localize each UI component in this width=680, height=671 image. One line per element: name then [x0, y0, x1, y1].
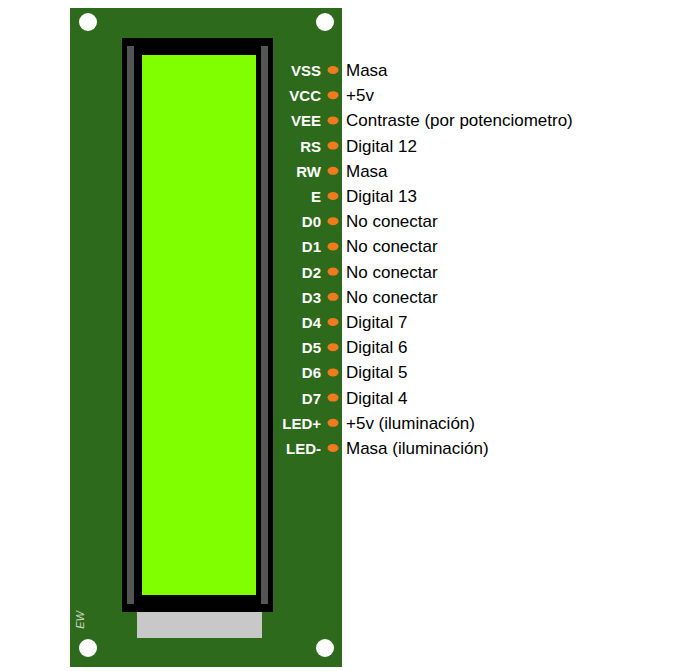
pin-name: D4	[302, 315, 321, 330]
pin-connection: Digital 7	[346, 314, 407, 331]
pin-name: D3	[302, 289, 321, 304]
pin-connection: Masa (iluminación)	[346, 440, 489, 457]
pin-connection: Digital 4	[346, 389, 407, 406]
flex-connector	[137, 610, 262, 638]
pin-dot	[328, 268, 339, 276]
pin-name: D6	[302, 365, 321, 380]
frame-bar	[261, 46, 268, 604]
pin-name: LED-	[286, 441, 321, 456]
pin-dot	[328, 167, 339, 175]
pin-connection: Digital 5	[346, 364, 407, 381]
pin-name: D7	[302, 390, 321, 405]
pin-dot	[328, 66, 339, 74]
pin-dot	[328, 343, 339, 351]
mount-hole	[316, 13, 334, 31]
watermark: EW	[75, 611, 86, 629]
pin-dot	[328, 91, 339, 99]
pin-name: D1	[302, 239, 321, 254]
frame-bar	[127, 46, 134, 604]
pin-connection: Masa	[346, 62, 388, 79]
pin-dot	[328, 444, 339, 452]
pin-connection: +5v (iluminación)	[346, 414, 475, 431]
pin-connection: No conectar	[346, 213, 438, 230]
pin-dot	[328, 116, 339, 124]
pin-connection: Masa	[346, 162, 388, 179]
pin-name: LED+	[282, 415, 321, 430]
pin-dot	[328, 293, 339, 301]
screen-frame	[122, 38, 273, 612]
pin-dots	[328, 66, 339, 452]
pcb-board	[70, 8, 342, 667]
pin-name: D5	[302, 340, 321, 355]
pin-connection: Digital 12	[346, 137, 417, 154]
pin-name: VSS	[291, 63, 321, 78]
mount-hole	[79, 639, 97, 657]
mount-hole	[316, 639, 334, 657]
pin-connection: No conectar	[346, 263, 438, 280]
pin-dot	[328, 217, 339, 225]
pin-dot	[328, 368, 339, 376]
pin-name: E	[311, 189, 321, 204]
mount-hole	[79, 13, 97, 31]
pin-dot	[328, 142, 339, 150]
pin-name: VCC	[289, 88, 321, 103]
pin-name: D2	[302, 264, 321, 279]
pin-dot	[328, 242, 339, 250]
pin-name: D0	[302, 214, 321, 229]
pin-connection: Contraste (por potenciometro)	[346, 112, 573, 129]
pin-connection: No conectar	[346, 288, 438, 305]
pin-dot	[328, 192, 339, 200]
pin-name: VEE	[291, 113, 321, 128]
pin-dot	[328, 318, 339, 326]
pin-name: RW	[296, 163, 321, 178]
pin-connection: +5v	[346, 87, 374, 104]
pin-connection: Digital 13	[346, 188, 417, 205]
pin-dot	[328, 394, 339, 402]
pin-dot	[328, 419, 339, 427]
lcd-screen	[142, 55, 256, 595]
pin-connection: Digital 6	[346, 339, 407, 356]
pin-name: RS	[300, 138, 321, 153]
pin-connection: No conectar	[346, 238, 438, 255]
